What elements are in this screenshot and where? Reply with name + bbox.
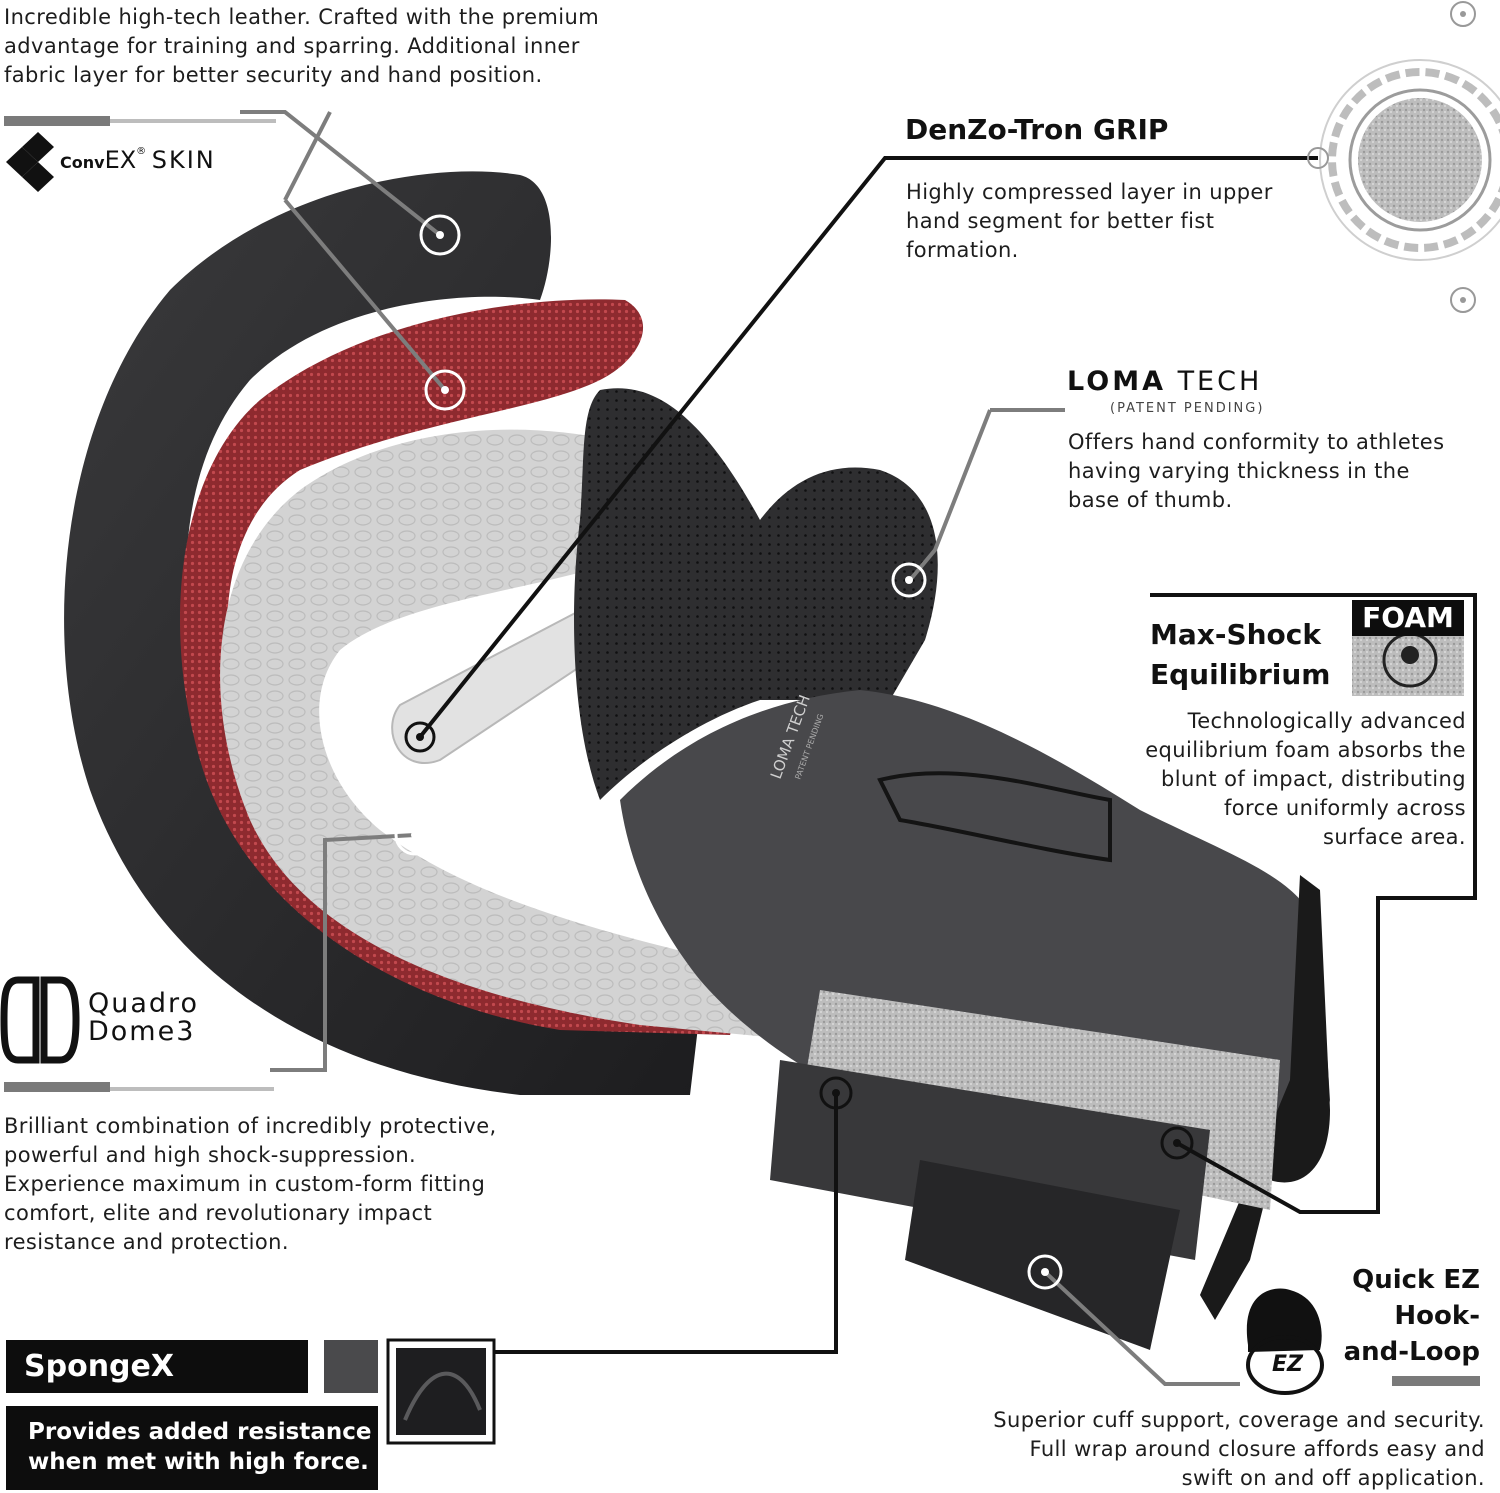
- convex-skin-bar-thin: [110, 119, 276, 123]
- foam-sample-swatch: [1352, 632, 1464, 696]
- convex-skin-bar: [4, 116, 110, 126]
- quick-ez-logo: [1246, 1288, 1324, 1395]
- quadro-dome-bar-thin: [110, 1087, 274, 1091]
- loma-tech-logo-light: TECH: [1177, 366, 1263, 397]
- denzo-tron-magnifier: [1307, 1, 1500, 313]
- callout-markers: [394, 214, 1194, 1290]
- loma-tech-description: Offers hand conformity to athletes havin…: [1068, 430, 1445, 512]
- quick-ez-bar: [1392, 1376, 1480, 1386]
- convex-logo-conv: Conv: [60, 153, 105, 172]
- quick-ez-description: Superior cuff support, coverage and secu…: [993, 1408, 1485, 1490]
- max-shock-title: Max-Shock Equilibrium: [1150, 615, 1330, 695]
- spongex-swatch-small: [324, 1340, 378, 1393]
- convex-skin-logo: ConvEX® SKIN: [60, 146, 216, 174]
- loma-tech-logo: LOMA TECH: [1067, 366, 1262, 397]
- quadro-dome-foam: [220, 429, 811, 1040]
- max-shock-title-line1: Max-Shock: [1150, 618, 1321, 651]
- leader-lines-grey: [240, 110, 1240, 1386]
- quadro-dome-description: Brilliant combination of incredibly prot…: [4, 1114, 497, 1254]
- quadro-dome-logo-mark: [0, 976, 80, 1064]
- convex-skin-logo-mark: [6, 132, 54, 192]
- foam-badge: FOAM: [1352, 600, 1464, 636]
- convex-skin-description: Incredible high-tech leather. Crafted wi…: [4, 5, 600, 87]
- convex-skin-shell: [64, 171, 700, 1095]
- convex-logo-ex: EX: [104, 146, 137, 174]
- convex-logo-skin: SKIN: [151, 146, 216, 174]
- quadro-dome-bar: [4, 1082, 110, 1092]
- convex-logo-reg: ®: [136, 146, 147, 157]
- cuff-wrap: [1200, 875, 1330, 1320]
- quadro-dome-logo-line2: Dome3: [88, 1016, 196, 1047]
- loma-tech-logo-bold: LOMA: [1067, 366, 1166, 397]
- quick-ez-title: Quick EZ Hook- and-Loop: [1343, 1265, 1480, 1367]
- glove-stitch: [877, 771, 1112, 863]
- loma-tech-sub: (PATENT PENDING): [1110, 401, 1265, 416]
- max-shock-description: Technologically advanced equilibrium foa…: [1145, 709, 1466, 849]
- quick-ez-logo-text: EZ: [1272, 1352, 1303, 1377]
- max-shock-title-line2: Equilibrium: [1150, 658, 1331, 691]
- quadro-dome-logo-line1: Quadro: [88, 988, 200, 1019]
- denzo-tron-description: Highly compressed layer in upper hand se…: [906, 180, 1273, 262]
- spongex-title: SpongeX: [6, 1340, 308, 1393]
- leader-lines-black: [418, 156, 1477, 1354]
- quadro-dome-logo-mark-text: QD: [28, 1006, 30, 1007]
- quadro-dome-logo: Quadro Dome3: [88, 990, 199, 1046]
- denzo-tron-title: DenZo-Tron GRIP: [905, 113, 1169, 146]
- spongex-description: Provides added resistance when met with …: [6, 1406, 378, 1490]
